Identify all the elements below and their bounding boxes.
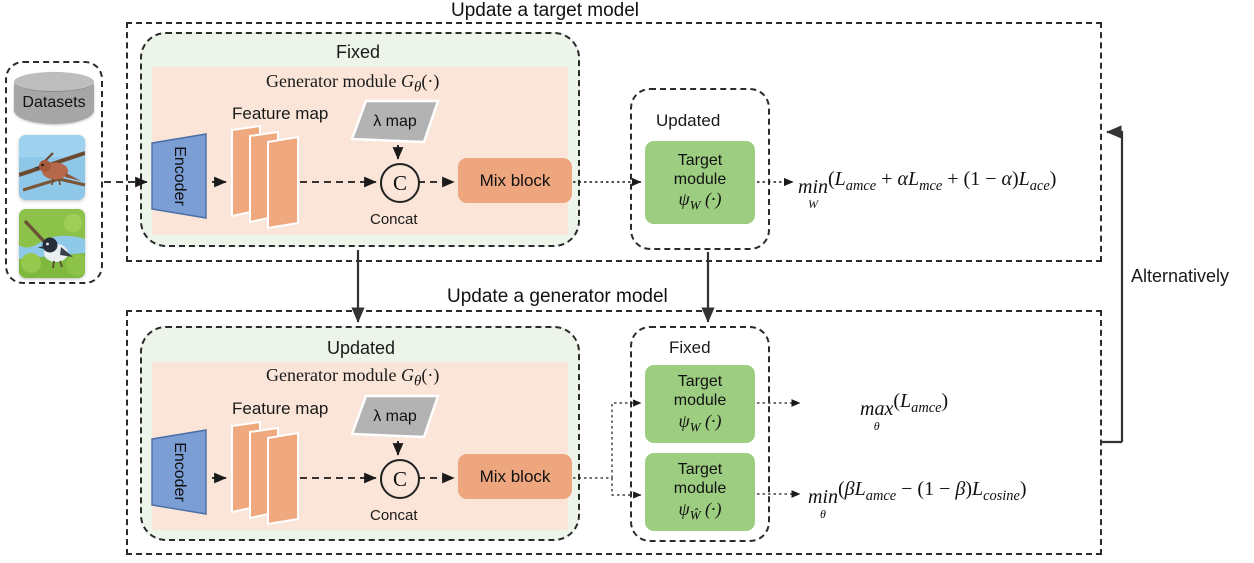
- top-target-module-line1: Target: [677, 151, 723, 169]
- bottom-mix-block-label: Mix block: [479, 466, 551, 486]
- bottom-generator-state: Updated: [327, 338, 396, 358]
- top-feature-map: [230, 124, 306, 230]
- bottom-concat-glyph: C: [392, 466, 407, 491]
- bottom-target-module-2-psi: ψŴ (·): [678, 498, 722, 523]
- datasets-label: Datasets: [22, 94, 86, 111]
- bottom-section-boundary: [126, 310, 1102, 555]
- bottom-concat-circle: C: [380, 459, 420, 499]
- top-concat-glyph: C: [392, 170, 407, 195]
- bottom-section-title: Update a generator model: [447, 286, 668, 307]
- bottom-feature-map: [230, 420, 306, 526]
- bottom-op-2: min: [808, 486, 838, 509]
- bottom-lambda-map: λ map: [350, 394, 440, 439]
- bottom-op-1: max: [860, 398, 894, 421]
- top-mix-block-label: Mix block: [479, 170, 551, 190]
- top-mix-block: Mix block: [458, 158, 572, 203]
- top-generator-state: Fixed: [336, 42, 381, 62]
- datasets-cylinder: Datasets: [14, 72, 94, 124]
- bottom-generator-title: Generator module Gθ(·): [266, 365, 440, 390]
- top-concat-label: Concat: [370, 211, 418, 228]
- bottom-target-module-1-line2: module: [673, 392, 727, 410]
- bottom-target-module-2-line2: module: [673, 480, 727, 498]
- dataset-image-1: [19, 135, 85, 200]
- bottom-target-module-2-line1: Target: [677, 461, 723, 479]
- top-generator-inner: [152, 67, 568, 235]
- top-target-wrapper: [630, 88, 770, 250]
- bottom-target-module-2: Target module ψŴ (·): [645, 453, 755, 531]
- top-target-state: Updated: [656, 111, 721, 130]
- bottom-mix-block: Mix block: [458, 454, 572, 499]
- top-lambda-map: λ map: [350, 99, 440, 144]
- top-op-sub: W: [808, 197, 818, 212]
- top-op: min: [798, 176, 828, 199]
- bottom-concat-label: Concat: [370, 507, 418, 524]
- cylinder-top-ellipse: [14, 72, 94, 92]
- bottom-encoder: Encoder: [150, 428, 208, 516]
- bottom-generator-inner: [152, 362, 568, 530]
- bottom-op-sub-2: θ: [820, 507, 826, 522]
- top-target-module: Target module ψW (·): [645, 141, 755, 224]
- top-section-boundary: [126, 22, 1102, 262]
- top-target-module-psi: ψW (·): [678, 189, 722, 214]
- alternatively-label: Alternatively: [1131, 266, 1230, 286]
- bottom-target-module-1-line1: Target: [677, 373, 723, 391]
- top-target-module-line2: module: [673, 170, 727, 188]
- top-concat-circle: C: [380, 163, 420, 203]
- top-section-title: Update a target model: [451, 0, 640, 21]
- dataset-image-2: [19, 209, 85, 278]
- top-generator-title: Generator module Gθ(·): [266, 71, 440, 96]
- bottom-target-module-1: Target module ψW (·): [645, 365, 755, 443]
- top-encoder: Encoder: [150, 132, 208, 220]
- bottom-op-sub-1: θ: [873, 419, 880, 434]
- top-feature-map-label: Feature map: [232, 104, 329, 123]
- bottom-target-module-1-psi: ψW (·): [678, 410, 722, 435]
- bottom-target-state: Fixed: [669, 338, 711, 357]
- bottom-feature-map-label: Feature map: [232, 399, 329, 418]
